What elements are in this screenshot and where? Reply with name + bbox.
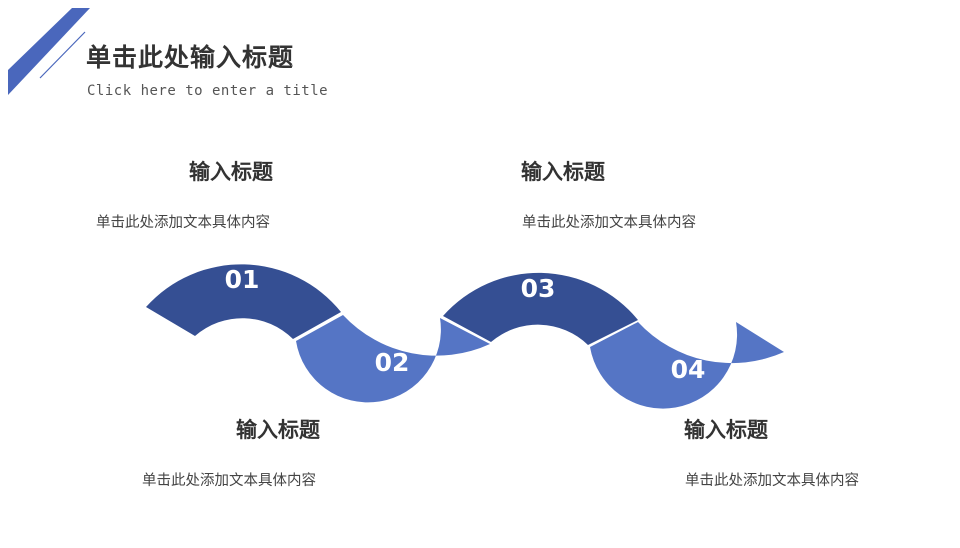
step-4-description: 单击此处添加文本具体内容	[685, 473, 859, 489]
step-3-title: 输入标题	[521, 160, 605, 184]
step-1-number: 01	[225, 265, 260, 294]
segment-04	[590, 322, 784, 409]
page-title: 单击此处输入标题	[86, 43, 295, 72]
step-1-title: 输入标题	[189, 160, 273, 184]
segment-03	[443, 272, 638, 345]
segment-01	[146, 264, 341, 339]
step-2-description: 单击此处添加文本具体内容	[142, 473, 316, 489]
page-subtitle: Click here to enter a title	[87, 83, 329, 99]
step-3-number: 03	[521, 274, 556, 303]
step-2-number: 02	[375, 348, 410, 377]
step-3-description: 单击此处添加文本具体内容	[522, 215, 696, 231]
step-4-title: 输入标题	[684, 418, 768, 442]
step-1-description: 单击此处添加文本具体内容	[96, 215, 270, 231]
step-2-title: 输入标题	[236, 418, 320, 442]
step-4-number: 04	[671, 355, 706, 384]
corner-decoration	[8, 8, 90, 95]
segment-02	[296, 315, 490, 403]
